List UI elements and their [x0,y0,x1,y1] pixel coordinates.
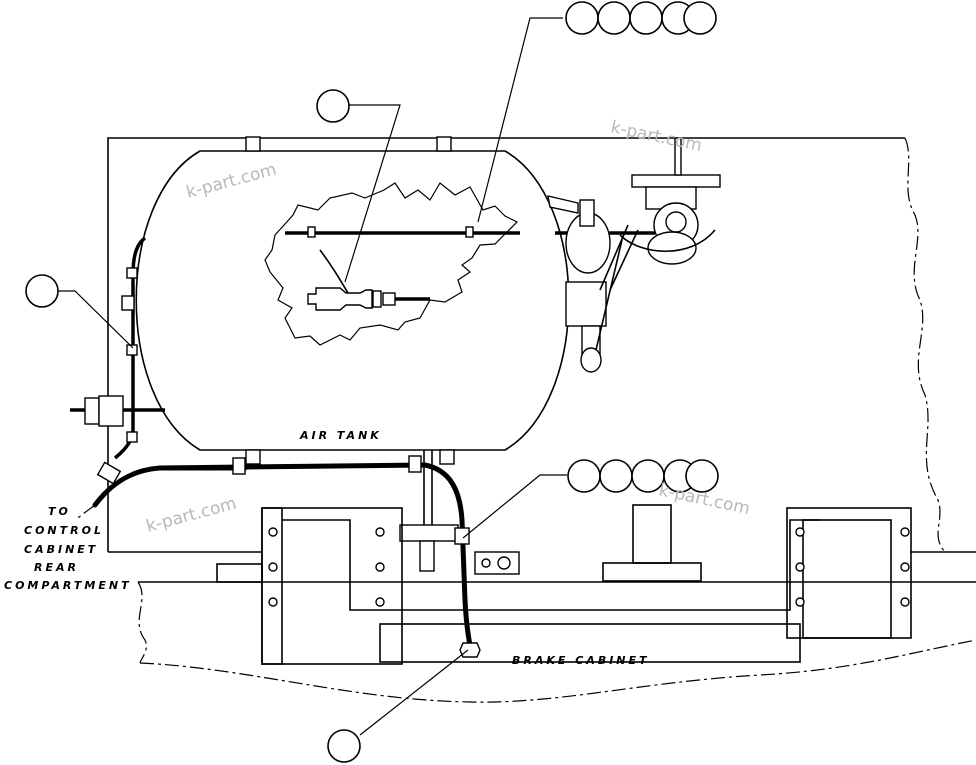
callout-bubble [629,1,663,35]
callout-bubble [567,459,601,493]
to-control-line-3: CABINET [24,543,98,556]
tank-cutaway [264,182,520,346]
callout-bubble [683,1,717,35]
callout-bubble-left [25,274,59,308]
to-control-line-4: REAR [34,561,79,574]
to-control-line-5: COMPARTMENT [4,579,132,592]
watermark: k-part.com [144,494,239,537]
callout-bubble [597,1,631,35]
callout-bubble [565,1,599,35]
watermark: k-part.com [184,160,279,203]
floor-section [137,581,976,703]
leader-lines [55,17,567,736]
callout-bubble-upper [316,89,350,123]
brake-cabinet: BRAKE CABINET [216,504,912,667]
air-tank-label: AIR TANK [299,429,382,442]
to-control-line-2: CONTROL [24,524,104,537]
callout-bubble-bottom [327,729,361,763]
callout-group-top [565,1,717,35]
callout-bubble [685,459,719,493]
to-control-line-1: TO [48,505,71,518]
left-piping [70,236,248,521]
brake-cabinet-label: BRAKE CABINET [512,654,650,667]
bottom-piping [157,450,520,658]
callout-group-middle [567,459,719,493]
right-valve-assembly [547,137,721,373]
control-cabinet-label: TO CONTROL CABINET REAR COMPARTMENT [4,505,132,592]
frame-outline [107,137,976,553]
callout-bubble [599,459,633,493]
watermark: k-part.com [609,117,704,156]
